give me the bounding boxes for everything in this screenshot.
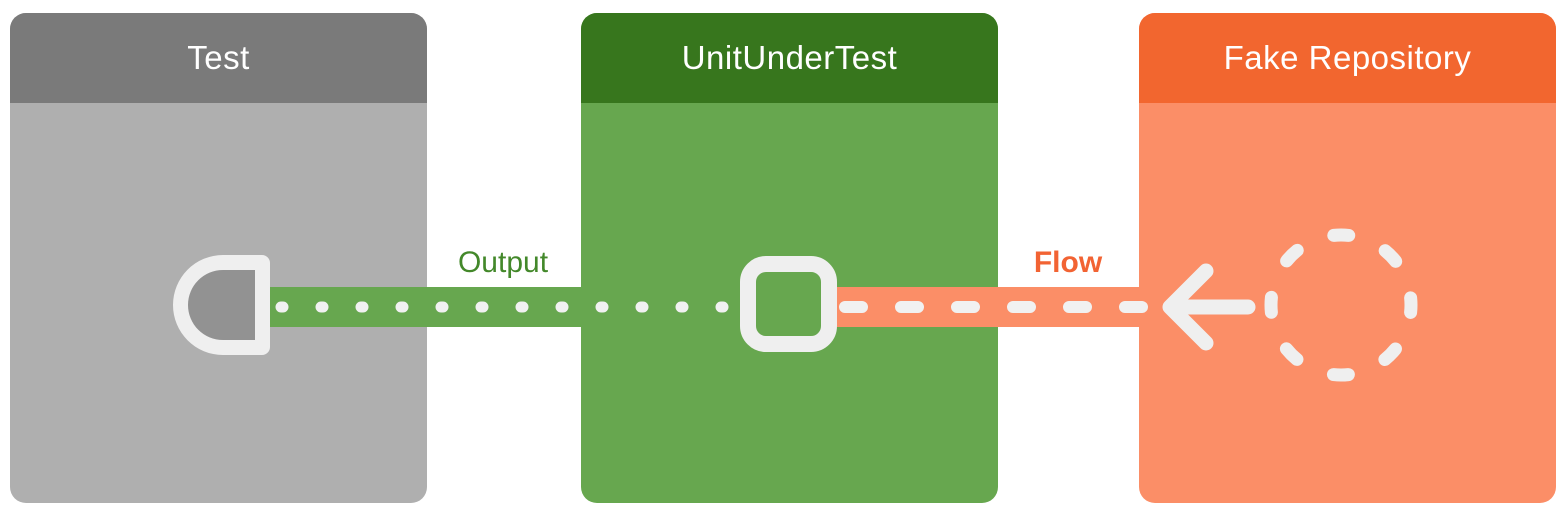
node-test-header: Test bbox=[10, 13, 427, 103]
node-unit-under-test-header: UnitUnderTest bbox=[581, 13, 998, 103]
collector-icon bbox=[173, 255, 270, 355]
node-fake-repository-title: Fake Repository bbox=[1223, 39, 1472, 76]
node-fake-repository-header: Fake Repository bbox=[1139, 13, 1556, 103]
node-unit-under-test-title: UnitUnderTest bbox=[681, 39, 898, 76]
node-test: Test bbox=[10, 13, 427, 503]
edge-label-flow: Flow bbox=[1033, 246, 1103, 279]
node-fake-repository: Fake Repository bbox=[1139, 13, 1556, 503]
edge-label-output: Output bbox=[457, 246, 549, 279]
node-unit-under-test: UnitUnderTest bbox=[581, 13, 998, 503]
unit-square-icon bbox=[740, 256, 837, 352]
node-test-title: Test bbox=[187, 39, 250, 76]
